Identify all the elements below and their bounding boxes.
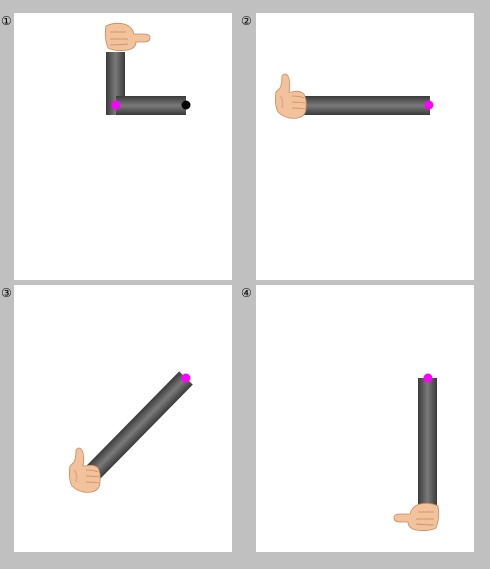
pivot-dot: [181, 373, 191, 383]
panel-2-label: ②: [241, 14, 252, 28]
panel-2: [256, 13, 474, 280]
thumb-right-hand-icon: [393, 502, 440, 532]
horizontal-rod: [116, 96, 186, 115]
panel-2-figure: [274, 73, 434, 120]
panel-3-figure: [68, 371, 193, 494]
pivot-dot: [111, 100, 121, 110]
thumbs-up-hand-icon: [68, 447, 101, 494]
panel-1-label: ①: [1, 14, 12, 28]
panel-4-label: ④: [241, 286, 252, 300]
vertical-rod: [418, 378, 437, 506]
panel-3-label: ③: [1, 286, 12, 300]
endpoint-dot: [181, 100, 191, 110]
diagonal-rod: [86, 371, 193, 479]
thumb-right-hand-icon: [104, 22, 151, 52]
panel-1-figure: [104, 22, 191, 115]
panel-4-figure: [393, 373, 440, 532]
pivot-dot: [423, 373, 433, 383]
panel-3: [14, 285, 232, 552]
thumbs-up-hand-icon: [274, 73, 307, 120]
horizontal-rod: [300, 96, 430, 115]
pivot-dot: [424, 100, 434, 110]
